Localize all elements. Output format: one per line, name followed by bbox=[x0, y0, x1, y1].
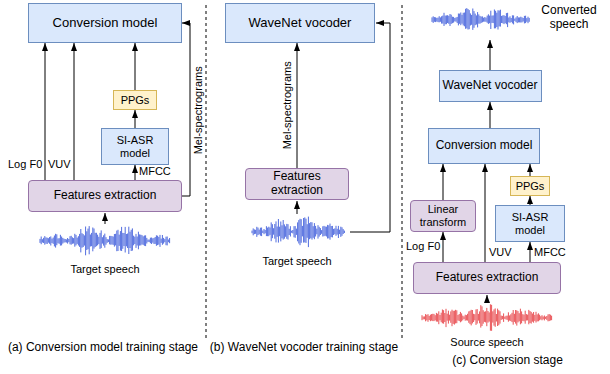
model-box: Conversion model bbox=[28, 3, 182, 43]
arrow-connector bbox=[45, 43, 46, 180]
signal-label: Log F0 bbox=[8, 158, 42, 171]
model-box: SI-ASR model bbox=[495, 205, 565, 242]
signal-label: VUV bbox=[489, 246, 512, 259]
arrow-connector bbox=[135, 165, 136, 180]
box-text: Conversion model bbox=[436, 139, 533, 153]
model-box: WaveNet vocoder bbox=[225, 3, 375, 43]
speech-waveform bbox=[252, 217, 344, 248]
speech-waveform bbox=[40, 226, 170, 255]
model-box: Conversion model bbox=[428, 128, 540, 164]
processing-box: Linear transform bbox=[410, 200, 476, 232]
box-text: Features extraction bbox=[246, 170, 348, 198]
processing-box: Features extraction bbox=[245, 168, 349, 200]
panel-separator bbox=[206, 5, 207, 338]
signal-label: MFCC bbox=[139, 165, 171, 178]
output-arrow bbox=[490, 40, 491, 70]
signal-label: MFCC bbox=[534, 246, 566, 259]
box-text: WaveNet vocoder bbox=[249, 16, 352, 31]
box-text: PPGs bbox=[121, 94, 150, 107]
target-wave-line bbox=[350, 23, 390, 232]
speech-label: Converted speech bbox=[533, 4, 605, 32]
wave-arrow bbox=[105, 213, 106, 224]
arrow-connector bbox=[135, 43, 136, 90]
arrow-connector bbox=[182, 23, 190, 196]
speech-waveform bbox=[422, 304, 552, 331]
box-text: SI-ASR model bbox=[496, 211, 564, 236]
wave-arrow bbox=[297, 201, 298, 214]
box-text: Features extraction bbox=[436, 271, 539, 285]
arrow-connector bbox=[74, 43, 75, 180]
signal-label: Mel-spectrograms bbox=[192, 66, 205, 154]
processing-box: Features extraction bbox=[28, 180, 182, 212]
arrow-connector bbox=[490, 102, 491, 128]
arrow-connector bbox=[485, 164, 486, 262]
speech-label: Source speech bbox=[442, 336, 532, 349]
processing-box: Features extraction bbox=[413, 262, 561, 294]
panel-separator bbox=[402, 5, 403, 338]
arrow-connector bbox=[443, 164, 444, 200]
panel-caption: (c) Conversion stage bbox=[410, 354, 605, 368]
signal-label: Mel-spectrograms bbox=[281, 61, 294, 149]
arrow-connector bbox=[135, 110, 136, 128]
arrow-connector bbox=[530, 242, 531, 262]
box-text: Conversion model bbox=[53, 16, 158, 31]
box-text: PPGs bbox=[516, 180, 545, 193]
feature-box: PPGs bbox=[113, 90, 157, 110]
box-text: Linear transform bbox=[411, 203, 475, 228]
model-box: SI-ASR model bbox=[101, 128, 169, 165]
box-text: Features extraction bbox=[54, 189, 157, 203]
arrow-connector bbox=[443, 232, 444, 262]
speech-label: Target speech bbox=[60, 263, 150, 276]
waveforms bbox=[40, 8, 552, 331]
speech-label: Target speech bbox=[252, 255, 342, 268]
arrow-connector bbox=[530, 164, 531, 176]
speech-waveform bbox=[432, 8, 529, 30]
arrow-connector bbox=[530, 196, 531, 205]
feature-box: PPGs bbox=[510, 176, 550, 196]
model-box: WaveNet vocoder bbox=[439, 70, 542, 102]
box-text: WaveNet vocoder bbox=[443, 79, 538, 93]
panel-caption: (b) WaveNet vocoder training stage bbox=[208, 341, 400, 355]
wave-arrow bbox=[487, 295, 488, 302]
signal-label: Log F0 bbox=[406, 240, 440, 253]
signal-label: VUV bbox=[48, 158, 71, 171]
panel-caption: (a) Conversion model training stage bbox=[4, 341, 202, 355]
box-text: SI-ASR model bbox=[102, 134, 168, 159]
arrow-connector bbox=[297, 43, 298, 168]
